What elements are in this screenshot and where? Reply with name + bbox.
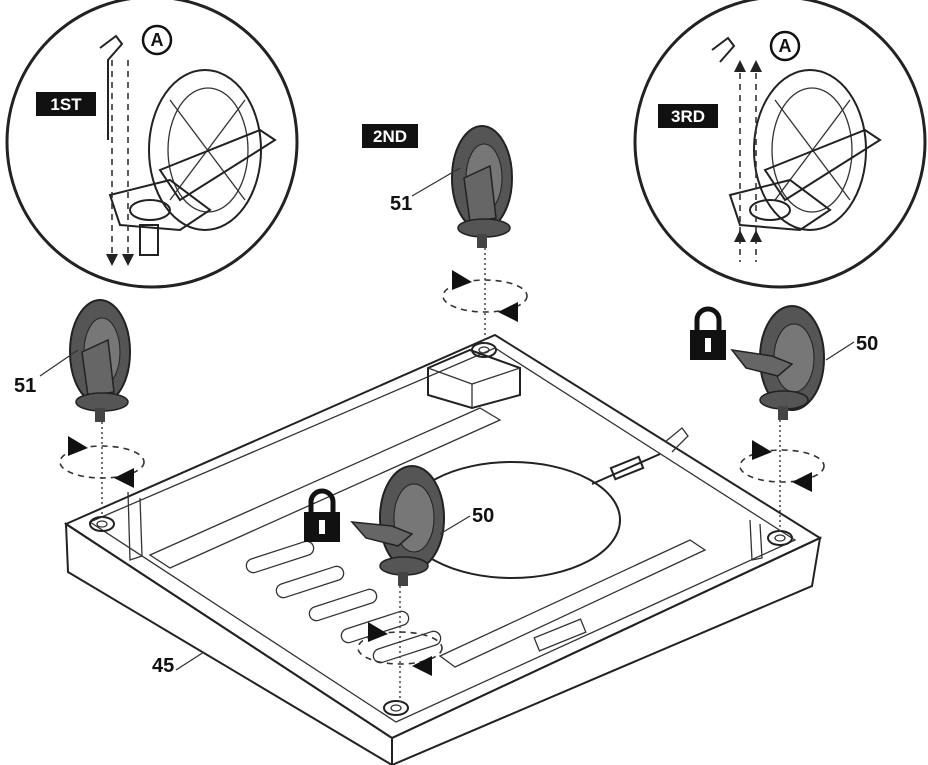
caster-wheel-icon [451, 125, 513, 248]
callout-45-text: 45 [152, 655, 174, 677]
detail-caster-right [728, 69, 882, 232]
rotation-arrow-icon [357, 622, 443, 676]
rotation-arrow-icon [442, 270, 528, 322]
step-tag-center: 2ND [362, 124, 418, 148]
callout-51-top-text: 51 [390, 193, 412, 215]
callout-51-left-text: 51 [14, 375, 36, 397]
step-tag-right: 3RD [658, 104, 718, 128]
hex-key-tool [99, 34, 134, 266]
callout-caster-left: 51 [14, 349, 79, 397]
callout-base: 45 [152, 651, 205, 677]
callout-caster-right: 50 [825, 333, 878, 361]
lock-icon [304, 488, 340, 542]
step-tag-center-text: 2ND [373, 127, 407, 146]
step-tag-left: 1ST [36, 92, 96, 116]
detail-circle-right: A 3RD [633, 0, 927, 289]
circle-letter-right: A [769, 30, 801, 62]
tank-ring [403, 427, 689, 579]
rotation-arrow-icon [739, 440, 825, 492]
lock-icon [690, 306, 726, 360]
base-plate [63, 333, 823, 765]
caster-wheel-icon [730, 305, 825, 420]
caster-wheel-icon [69, 299, 131, 422]
caster-wheel-icon [350, 465, 445, 586]
callout-50-center-text: 50 [472, 505, 494, 527]
circle-letter-left-text: A [151, 30, 164, 50]
detail-circle-left: A 1ST [5, 0, 299, 289]
circle-letter-left: A [141, 24, 173, 56]
callout-caster-top-center: 51 [390, 167, 461, 215]
corner-block [427, 348, 521, 410]
step-tag-left-text: 1ST [50, 95, 82, 114]
detail-caster-left [108, 69, 277, 256]
callout-50-right-text: 50 [856, 333, 878, 355]
hex-key-tool-right [711, 36, 762, 262]
mount-hole-back [471, 342, 497, 358]
rotation-arrow-icon [59, 436, 145, 488]
circle-letter-right-text: A [779, 36, 792, 56]
mount-hole-right [767, 530, 793, 546]
mount-hole-front [383, 700, 409, 716]
base-slots [148, 407, 707, 668]
base-supports [127, 491, 763, 561]
callout-caster-center: 50 [439, 505, 494, 535]
step-tag-right-text: 3RD [671, 107, 705, 126]
